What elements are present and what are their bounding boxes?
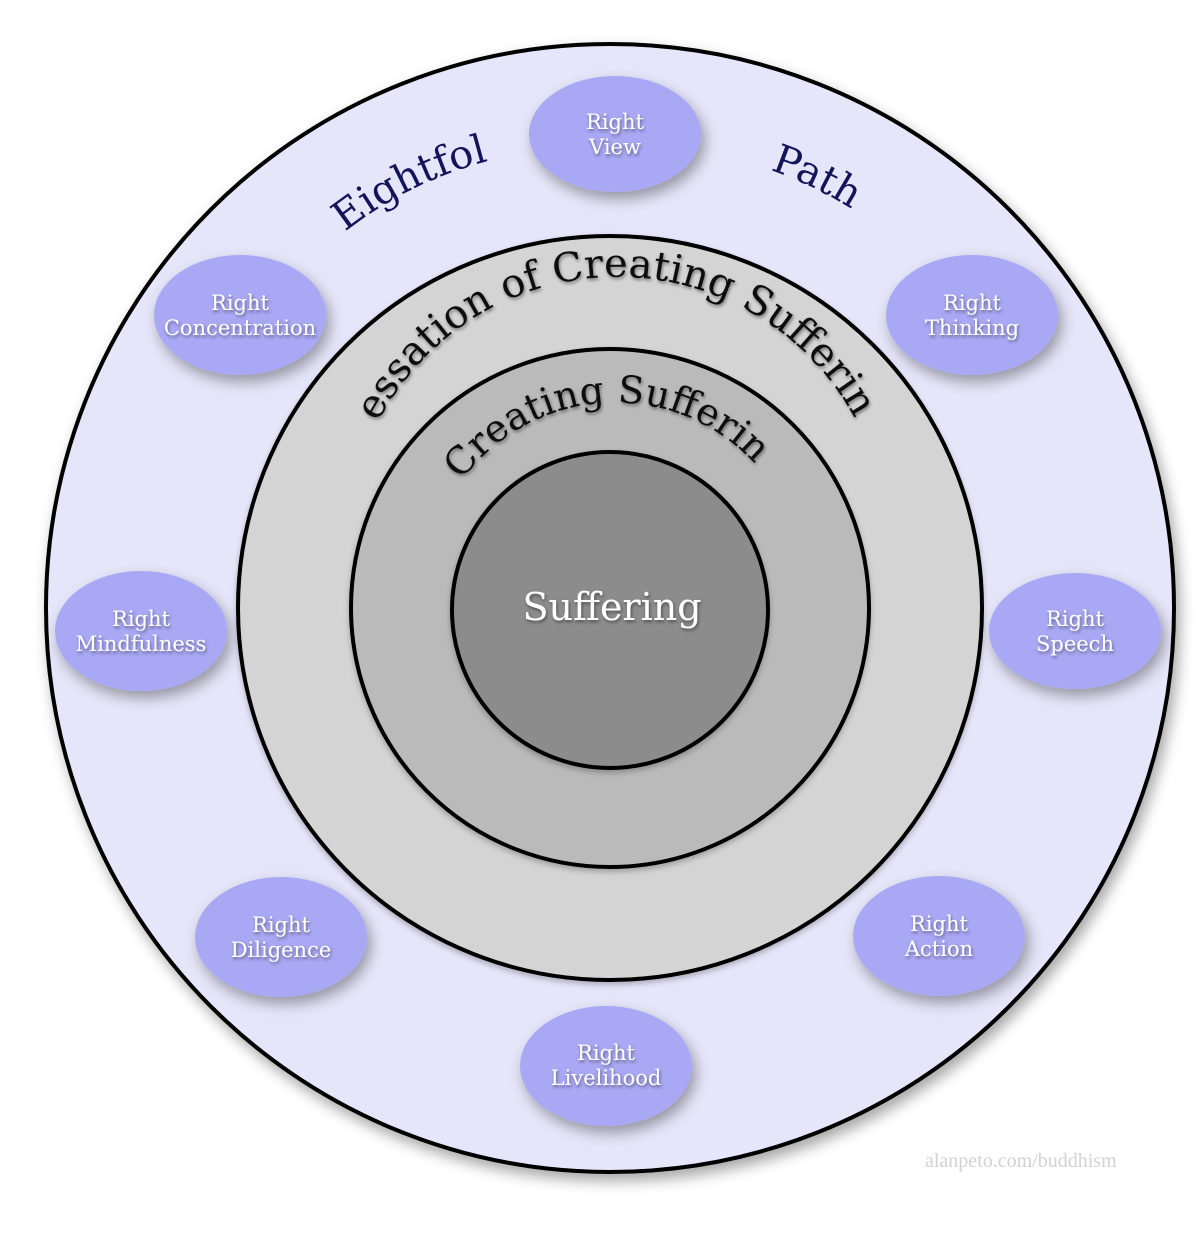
path-item-right-speech: Right Speech [989,573,1161,689]
path-item-line2: Action [904,937,973,961]
path-item-line1: Right [252,913,310,937]
path-item-line2: Mindfulness [76,632,207,656]
path-item-line1: Right [577,1041,635,1065]
path-item-line2: Diligence [231,938,332,962]
path-item-line2: Thinking [925,316,1019,340]
path-item-line2: Livelihood [551,1066,662,1090]
path-item-ellipse [55,571,227,691]
path-item-ellipse [154,255,326,375]
path-item-line1: Right [586,110,644,134]
watermark-credit: alanpeto.com/buddhism [925,1150,1117,1172]
path-item-right-action: Right Action [853,876,1025,996]
path-item-right-mindfulness: Right Mindfulness [55,571,227,691]
suffering-core [450,450,770,770]
path-item-line2: Speech [1036,632,1114,656]
path-item-right-thinking: Right Thinking [886,255,1058,375]
path-item-right-concentration: Right Concentration [154,255,326,375]
path-item-line1: Right [910,912,968,936]
path-item-ellipse [853,876,1025,996]
path-item-ellipse [520,1006,692,1126]
path-item-ellipse [886,255,1058,375]
path-item-ellipse [529,76,701,192]
path-item-line1: Right [943,291,1001,315]
path-item-right-view: Right View [529,76,701,192]
path-item-line2: View [588,135,641,159]
suffering-label: Suffering [522,585,701,629]
path-item-line1: Right [211,291,269,315]
path-item-line2: Concentration [164,316,316,340]
path-item-right-diligence: Right Diligence [195,877,367,997]
path-item-line1: Right [1046,607,1104,631]
path-item-ellipse [989,573,1161,689]
path-item-line1: Right [112,607,170,631]
path-item-ellipse [195,877,367,997]
path-item-right-livelihood: Right Livelihood [520,1006,692,1126]
